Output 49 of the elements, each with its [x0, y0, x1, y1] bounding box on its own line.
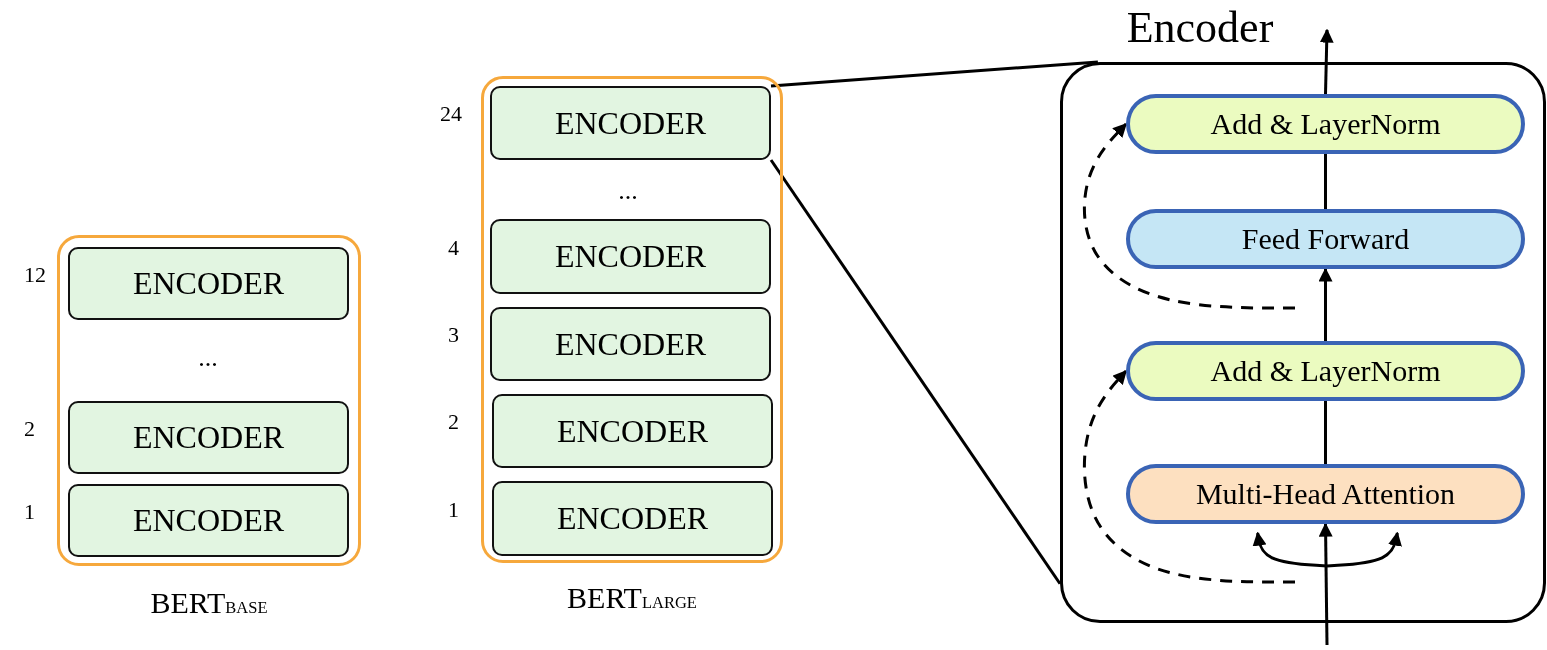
connector-line: [769, 159, 1062, 585]
block-label: Add & LayerNorm: [1210, 107, 1441, 141]
stack-container: [57, 235, 361, 566]
block-label: ENCODER: [556, 500, 709, 537]
encoder-block: [492, 481, 773, 556]
arrow: [1318, 267, 1333, 341]
stack-container: [481, 76, 783, 563]
encoder-block: [490, 86, 771, 160]
encoder-block: [68, 401, 349, 474]
layer-number: 24: [440, 103, 462, 125]
ellipsis: ...: [618, 178, 638, 204]
block-label: ENCODER: [132, 265, 285, 302]
arrow: [1326, 531, 1402, 568]
encoder-block: [490, 307, 771, 381]
layer-number: 3: [448, 324, 459, 346]
encoder-block: [68, 247, 349, 320]
block-label: ENCODER: [554, 104, 707, 142]
layer-number: 4: [448, 236, 459, 259]
layer-block: [1126, 209, 1525, 269]
layer-block: [1126, 94, 1525, 154]
connector-line: [1324, 401, 1327, 464]
panel-title: Encoder: [1126, 6, 1274, 50]
layer-number: 2: [24, 417, 35, 440]
block-label: ENCODER: [554, 238, 707, 275]
residual-arrow: [1082, 122, 1295, 310]
block-label: ENCODER: [132, 502, 285, 539]
block-label: Multi-Head Attention: [1195, 477, 1456, 511]
block-label: ENCODER: [554, 325, 707, 363]
block-label: ENCODER: [132, 419, 285, 456]
layer-number: 1: [24, 500, 35, 523]
layer-number: 1: [448, 498, 459, 521]
connector-line: [770, 60, 1098, 88]
block-label: Add & LayerNorm: [1210, 354, 1441, 388]
encoder-block: [68, 484, 349, 557]
layer-number: 12: [24, 263, 46, 286]
layer-block: [1126, 341, 1525, 401]
ellipsis: ...: [198, 345, 218, 371]
encoder-block: [490, 219, 771, 294]
block-label: ENCODER: [556, 412, 709, 450]
encoder-panel: [1060, 62, 1546, 623]
residual-arrow: [1082, 369, 1295, 584]
arrow: [1252, 531, 1328, 568]
encoder-block: [492, 394, 773, 468]
layer-number: 2: [448, 411, 459, 433]
layer-block: [1126, 464, 1525, 524]
block-label: Feed Forward: [1241, 222, 1410, 256]
arrow: [1318, 522, 1333, 646]
connector-line: [1324, 154, 1327, 209]
arrow: [1319, 28, 1334, 95]
